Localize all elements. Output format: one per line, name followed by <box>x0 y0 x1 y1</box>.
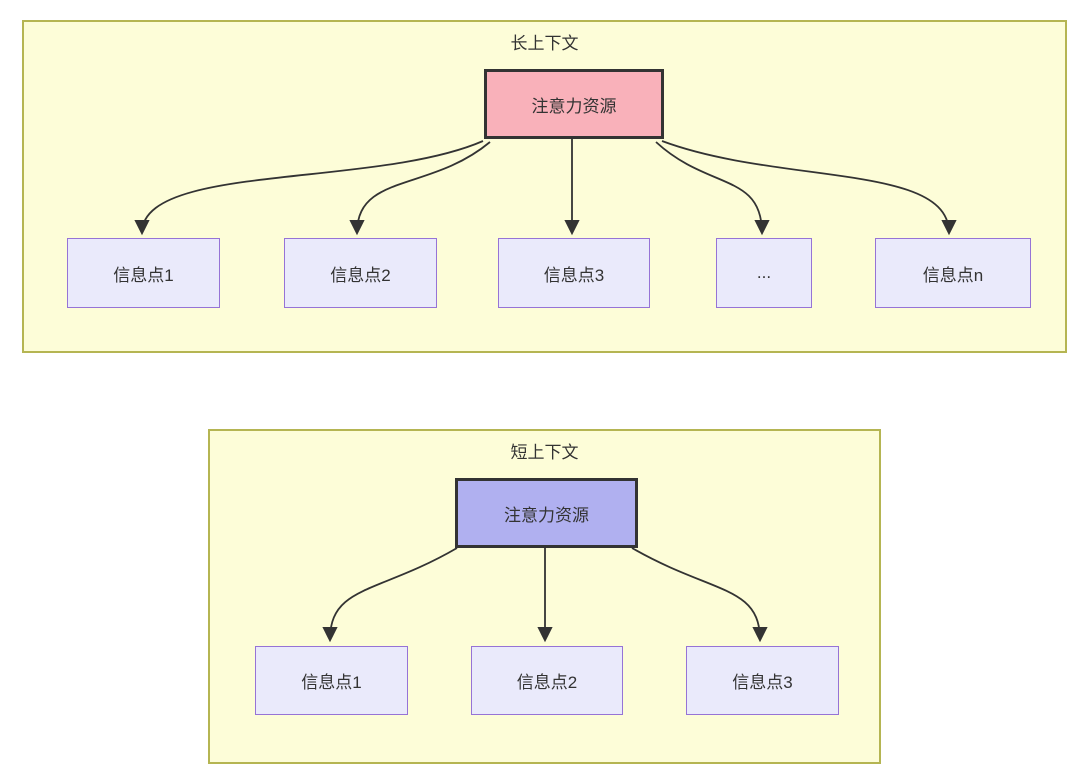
short-context-info-node-1: 信息点1 <box>255 646 408 715</box>
long-context-info-label-ellipsis: ... <box>756 263 772 282</box>
long-context-info-label-2: 信息点2 <box>330 265 391 285</box>
short-context-info-node-2: 信息点2 <box>471 646 623 715</box>
long-context-info-label-1: 信息点1 <box>113 265 174 285</box>
long-context-info-node-2: 信息点2 <box>284 238 437 308</box>
long-context-attention-label: 注意力资源 <box>531 96 617 116</box>
long-context-info-node-1: 信息点1 <box>67 238 220 308</box>
long-context-group: 长上下文 注意力资源 信息点1 信息点2 信息点3 ... 信息点n <box>22 20 1067 353</box>
long-context-info-node-3: 信息点3 <box>498 238 650 308</box>
short-context-info-label-2: 信息点2 <box>516 673 578 692</box>
long-context-info-node-n: 信息点n <box>875 238 1031 308</box>
short-context-group-title: 短上下文 <box>510 443 579 462</box>
long-context-group-title: 长上下文 <box>510 34 579 53</box>
short-context-group: 短上下文 注意力资源 信息点1 信息点2 信息点3 <box>208 429 881 764</box>
short-context-attention-label: 注意力资源 <box>504 505 589 525</box>
long-context-info-node-ellipsis: ... <box>716 238 812 308</box>
short-context-info-label-1: 信息点1 <box>301 673 362 692</box>
short-context-info-label-3: 信息点3 <box>732 673 793 692</box>
short-context-attention-node: 注意力资源 <box>455 478 638 548</box>
long-context-attention-node: 注意力资源 <box>484 69 664 139</box>
long-context-info-label-3: 信息点3 <box>543 265 605 285</box>
long-context-info-label-n: 信息点n <box>922 265 984 285</box>
short-context-info-node-3: 信息点3 <box>686 646 839 715</box>
